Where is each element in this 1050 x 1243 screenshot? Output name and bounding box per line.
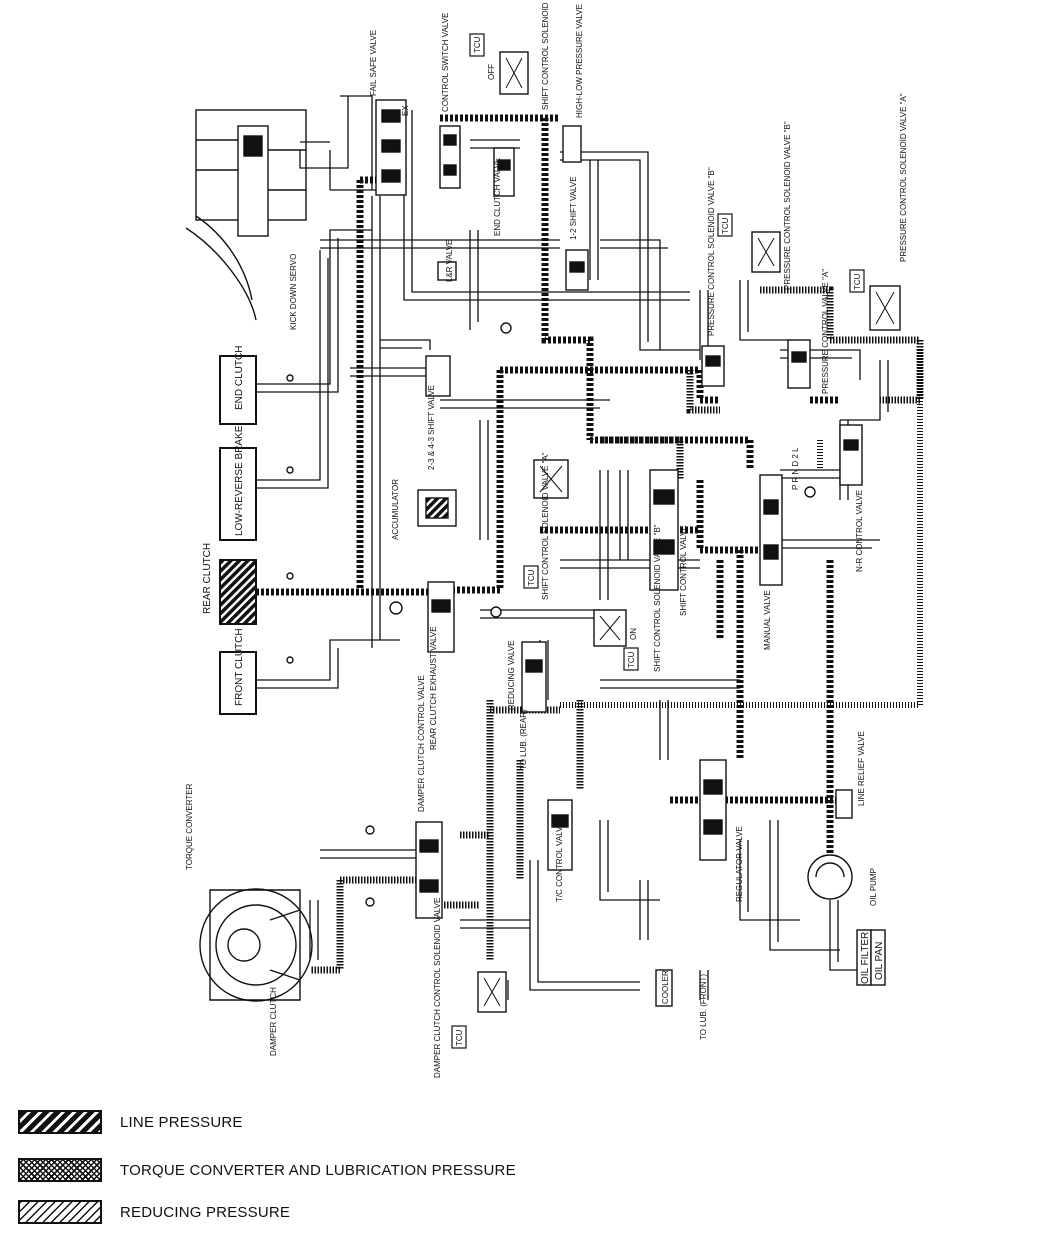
diagram-labels: TCU TCU TCU TCU TCU TCU FAIL SAFE VALVE …	[185, 0, 908, 1078]
label-nr-control: N-R CONTROL VALVE	[855, 490, 864, 572]
nr-control-valve	[839, 424, 863, 486]
label-to-lub-rear: TO LUB. (REAR)	[519, 709, 528, 770]
front-clutch-box	[219, 651, 257, 715]
label-line-relief: LINE RELIEF VALVE	[857, 731, 866, 806]
legend-label: REDUCING PRESSURE	[120, 1203, 291, 1221]
line-relief-valve	[835, 789, 853, 819]
label-tcu-a: TCU	[853, 273, 862, 290]
pressure-control-valve-a	[787, 339, 811, 389]
tcu-damper	[451, 1025, 467, 1049]
shift-2343-valve	[425, 355, 451, 397]
label-damper-clutch-control: DAMPER CLUTCH CONTROL VALVE	[417, 675, 426, 812]
solenoid-c	[499, 51, 529, 95]
oil-pump-drawing	[807, 854, 853, 900]
label-shift-2343: 2-3 & 4-3 SHIFT VALVE	[427, 385, 436, 470]
tcu-shift-b	[623, 647, 639, 671]
label-oil-pan: OIL PAN	[874, 942, 885, 980]
tcu-a	[849, 269, 865, 293]
legend-line-pressure: LINE PRESSURE	[18, 1108, 243, 1136]
label-press-sol-a: PRESSURE CONTROL SOLENOID VALVE "A"	[899, 93, 908, 262]
label-damper-sol: DAMPER CLUTCH CONTROL SOLENOID VALVE	[433, 898, 442, 1078]
label-tcu-c: TCU	[473, 36, 482, 53]
legend: LINE PRESSURE TORQUE CONVERTER AND LUBRI…	[18, 1108, 1018, 1228]
label-low-reverse: LOW-REVERSE BRAKE	[234, 425, 245, 536]
label-fail-safe: FAIL SAFE VALVE	[369, 30, 378, 96]
label-to-lub-front: TO LUB. (FRONT)	[699, 974, 708, 1040]
rear-clutch-exhaust-valve	[427, 581, 455, 653]
legend-swatch-reducing	[18, 1200, 102, 1224]
label-on: ON	[629, 628, 638, 640]
manual-valve	[759, 474, 783, 586]
end-clutch-box	[219, 355, 257, 425]
low-reverse-box	[219, 447, 257, 541]
tcu-b	[717, 213, 733, 237]
label-high-low: HIGH-LOW PRESSURE VALVE	[575, 4, 584, 118]
clutch-boxes	[219, 355, 257, 715]
label-shift-sol-c: SHIFT CONTROL SOLENOID VALVE "C"	[541, 0, 550, 110]
label-tcu-shift-a: TCU	[527, 569, 536, 586]
damper-clutch-control-valve	[415, 821, 443, 919]
label-lr-valve: L&R VALVE	[445, 240, 454, 282]
label-ex-control-sol-b: PRESSURE CONTROL SOLENOID VALVE "B"	[707, 167, 716, 336]
components	[185, 109, 886, 1007]
label-shift-sol-b: SHIFT CONTROL SOLENOID VALVE "B"	[653, 524, 662, 672]
valve-bodies	[375, 99, 863, 919]
label-accumulator: ACCUMULATOR	[391, 479, 400, 540]
label-tcu-damper: TCU	[455, 1029, 464, 1046]
regulator-valve	[699, 759, 727, 861]
label-rear-clutch: REAR CLUTCH	[202, 543, 213, 614]
label-regulator: REGULATOR VALVE	[735, 826, 744, 902]
label-torque-converter: TORQUE CONVERTER	[185, 783, 194, 870]
tcu-boxes	[451, 33, 865, 1049]
label-oil-pump: OIL PUMP	[869, 868, 878, 906]
cooler-box	[655, 969, 673, 1007]
torque-converter-drawing	[199, 888, 313, 1002]
legend-label: LINE PRESSURE	[120, 1113, 243, 1131]
rear-clutch-box	[219, 559, 257, 625]
label-manual-valve: MANUAL VALVE	[763, 590, 772, 650]
label-shift-12: 1-2 SHIFT VALVE	[569, 176, 578, 240]
legend-reducing-pressure: REDUCING PRESSURE	[18, 1198, 290, 1226]
label-tc-control: T/C CONTROL VALVE	[555, 821, 564, 902]
oil-pan-box	[870, 929, 886, 986]
check-balls	[286, 322, 816, 907]
label-cooler: COOLER	[661, 970, 670, 1004]
label-press-sol-b: PRESSURE CONTROL SOLENOID VALVE "B"	[783, 121, 792, 290]
label-tcu-shift-b: TCU	[627, 651, 636, 668]
label-off: OFF	[487, 64, 496, 80]
label-shift-control-valve: SHIFT CONTROL VALVE	[679, 525, 688, 616]
reducing-valve	[521, 641, 547, 713]
solenoids	[477, 51, 901, 1013]
line-pressure-passages	[256, 114, 840, 860]
high-low-valve	[562, 125, 582, 163]
tc-control-valve	[547, 799, 573, 871]
label-prnd: P R N D 2 L	[791, 447, 800, 490]
label-end-clutch: END CLUTCH	[234, 346, 245, 410]
reducing-pressure-passages	[560, 350, 923, 708]
legend-label: TORQUE CONVERTER AND LUBRICATION PRESSUR…	[120, 1161, 516, 1179]
tc-lubrication-passages	[310, 286, 924, 974]
legend-tc-lub-pressure: TORQUE CONVERTER AND LUBRICATION PRESSUR…	[18, 1156, 516, 1184]
label-front-clutch: FRONT CLUTCH	[234, 628, 245, 706]
hydraulic-circuit-diagram: TCU TCU TCU TCU TCU TCU FAIL SAFE VALVE …	[185, 0, 924, 1078]
tcu-c	[469, 33, 485, 57]
tcu-shift-a	[523, 565, 539, 589]
label-shift-sol-a: SHIFT CONTROL SOLENOID VALVE "A"	[541, 452, 550, 600]
lr-valve	[437, 261, 457, 281]
label-ex: EX	[401, 105, 410, 116]
legend-swatch-tc	[18, 1158, 102, 1182]
label-rear-clutch-exhaust: REAR CLUTCH EXHAUST VALVE	[429, 626, 438, 750]
label-oil-filter: OIL FILTER	[860, 932, 871, 984]
accumulator	[417, 489, 457, 527]
label-kick-down: KICK DOWN SERVO	[289, 254, 298, 330]
label-control-switch: CONTROL SWITCH VALVE	[441, 13, 450, 112]
label-reducing-valve: REDUCING VALVE	[507, 641, 516, 711]
label-tcu-b: TCU	[721, 217, 730, 234]
label-end-clutch-valve: END CLUTCH VALVE	[493, 158, 502, 236]
kick-down-servo-drawing	[185, 109, 307, 321]
label-damper-clutch: DAMPER CLUTCH	[269, 987, 278, 1056]
label-press-ctrl-valve-a: PRESSURE CONTROL VALVE "A"	[821, 269, 830, 394]
legend-swatch-line	[18, 1110, 102, 1134]
